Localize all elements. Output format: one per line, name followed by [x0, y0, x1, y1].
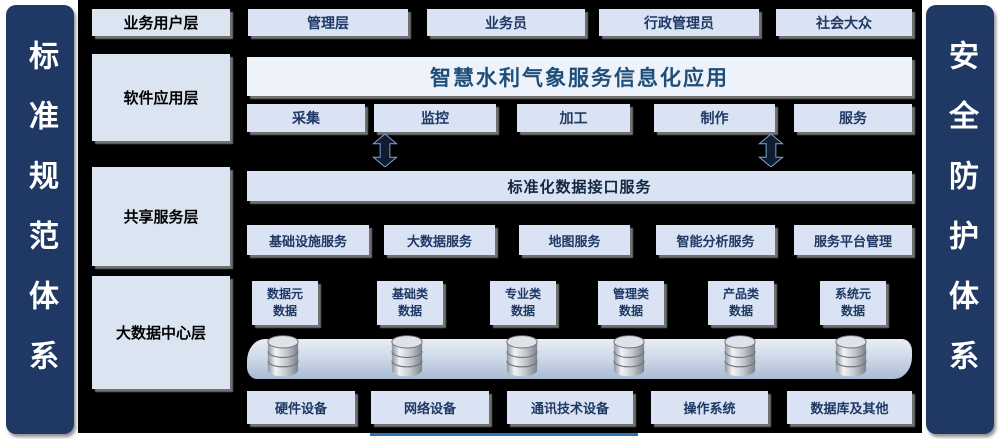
user-layer-label: 业务用户层: [92, 9, 230, 36]
database-icon: [266, 334, 300, 378]
share-layer-label: 共享服务层: [92, 167, 230, 266]
security-system-label: 安全防护体系: [944, 39, 977, 400]
security-system-bar: 安全防护体系: [926, 5, 994, 434]
infra-item-database: 数据库及其他: [787, 391, 912, 424]
data-chip-product: 产品类 数据: [708, 281, 774, 325]
share-layer-title: 标准化数据接口服务: [247, 171, 912, 201]
app-item-monitor: 监控: [374, 104, 496, 132]
infra-item-os: 操作系统: [651, 391, 768, 424]
database-icon: [723, 334, 757, 378]
user-item-staff: 业务员: [427, 9, 585, 36]
data-ribbon-band: [247, 339, 912, 379]
standards-system-label: 标准规范体系: [24, 39, 57, 400]
app-item-collect: 采集: [247, 104, 365, 132]
app-item-service: 服务: [794, 104, 912, 132]
svc-item-platform: 服务平台管理: [794, 225, 912, 255]
accent-underline: [370, 433, 638, 436]
infra-item-comm: 通讯技术设备: [507, 391, 633, 424]
app-item-process: 加工: [517, 104, 630, 132]
app-item-produce: 制作: [654, 104, 775, 132]
data-chip-system: 系统元 数据: [820, 281, 886, 325]
data-layer-label: 大数据中心层: [92, 276, 230, 389]
user-item-public: 社会大众: [776, 9, 912, 36]
database-icon: [612, 334, 646, 378]
database-icon: [390, 334, 424, 378]
data-chip-basic: 基础类 数据: [377, 281, 443, 325]
infra-item-network: 网络设备: [371, 391, 489, 424]
svc-item-map: 地图服务: [519, 225, 630, 255]
double-arrow-icon: [372, 133, 398, 168]
user-item-management: 管理层: [248, 9, 408, 36]
double-arrow-icon: [758, 133, 784, 168]
data-chip-management: 管理类 数据: [598, 281, 664, 325]
svc-item-analysis: 智能分析服务: [656, 225, 775, 255]
app-layer-label: 软件应用层: [92, 54, 230, 141]
svc-item-bigdata: 大数据服务: [384, 225, 495, 255]
infra-item-hardware: 硬件设备: [247, 391, 355, 424]
standards-system-bar: 标准规范体系: [6, 5, 74, 434]
user-item-admin: 行政管理员: [599, 9, 759, 36]
app-layer-title: 智慧水利气象服务信息化应用: [247, 57, 912, 96]
database-icon: [505, 334, 539, 378]
svc-item-infrastructure: 基础设施服务: [247, 225, 369, 255]
database-icon: [834, 334, 868, 378]
data-chip-professional: 专业类 数据: [490, 281, 556, 325]
data-chip-metadata: 数据元 数据: [252, 281, 318, 325]
